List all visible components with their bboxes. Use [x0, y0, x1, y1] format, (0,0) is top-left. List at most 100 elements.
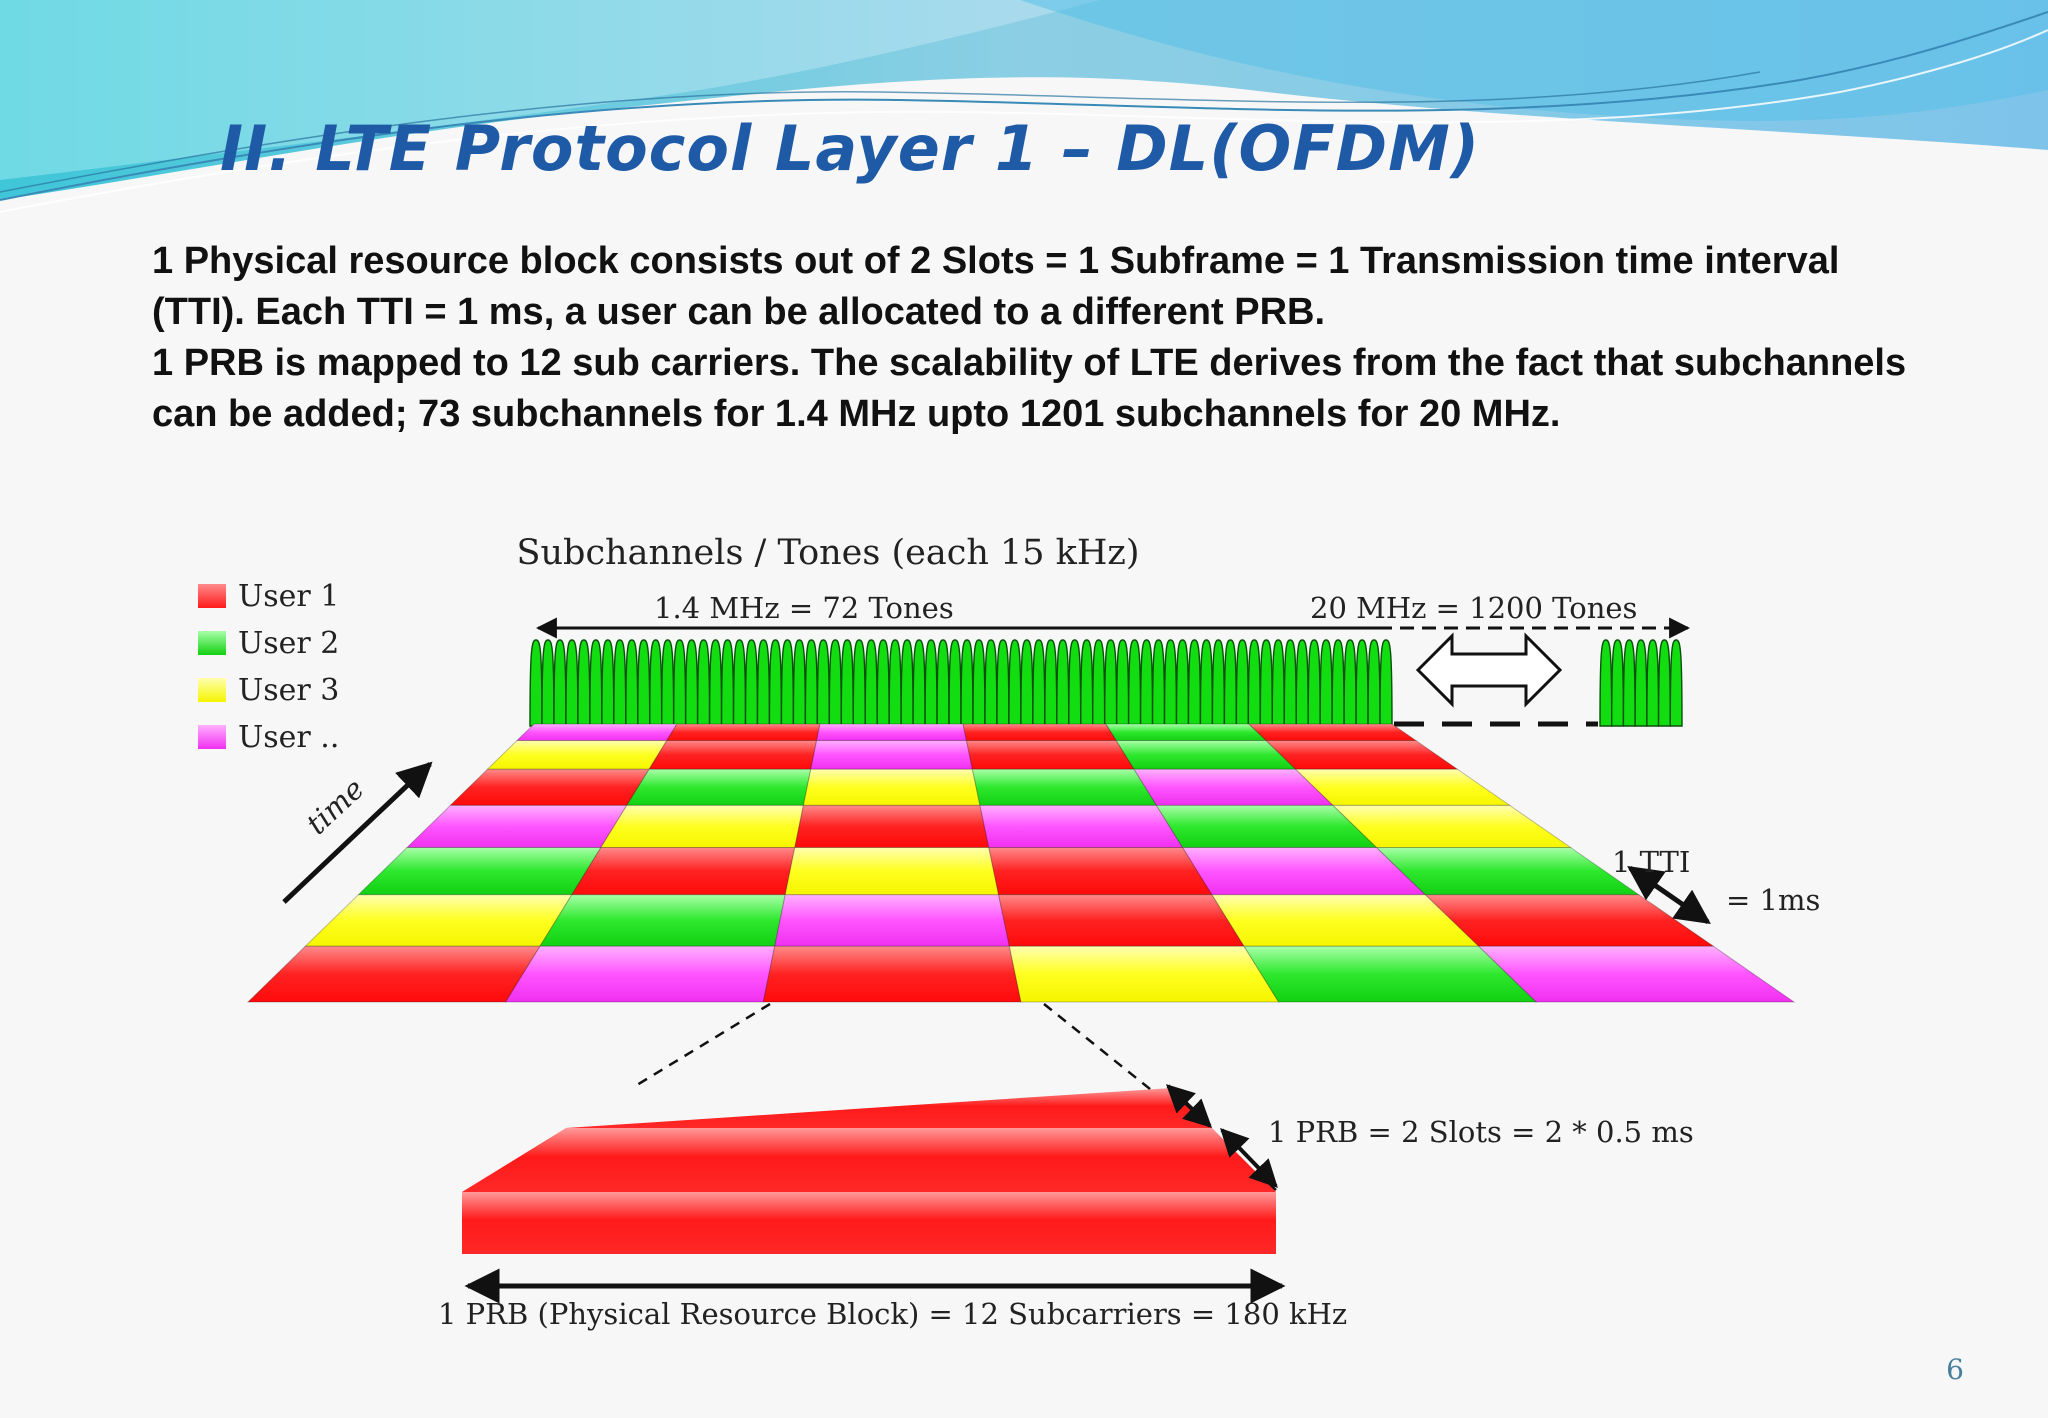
prb-detail-block	[462, 1088, 1276, 1254]
subcarrier-tone	[1103, 639, 1118, 727]
band-large-label: 20 MHz = 1200 Tones	[1310, 591, 1637, 625]
subcarrier-tone	[984, 639, 998, 727]
grid-cell-user3	[1008, 945, 1280, 1003]
subcarrier-tone	[541, 639, 555, 727]
grid-cell-user4	[810, 740, 974, 770]
grid-cell-user4	[515, 723, 678, 741]
subcarrier-tone	[1611, 639, 1625, 727]
tti-arrow	[1627, 865, 1711, 925]
subcarrier-tone	[840, 639, 854, 727]
legend-swatch-yellow	[198, 678, 226, 702]
prb-slot-arrow-1	[1165, 1084, 1213, 1128]
grid-cell-user3	[486, 740, 668, 770]
grid-cell-user4	[504, 945, 776, 1003]
subcarrier-tone	[613, 639, 627, 727]
subcarrier-tone	[912, 639, 926, 727]
grid-cell-user1	[570, 847, 796, 896]
expand-double-arrow	[1415, 632, 1563, 708]
subcarrier-tone	[936, 639, 950, 727]
subcarrier-tone	[1199, 639, 1214, 727]
grid-cell-user3	[304, 894, 573, 947]
subcarrier-tones-main	[529, 639, 1393, 727]
subcarrier-tone	[780, 639, 795, 727]
grid-cell-user4	[815, 723, 968, 741]
paragraph-scalability: 1 PRB is mapped to 12 sub carriers. The …	[152, 342, 1907, 435]
subcarrier-tone	[792, 639, 807, 727]
subcarrier-tone	[529, 639, 543, 727]
time-arrow	[282, 761, 433, 904]
grid-cell-user1	[997, 894, 1245, 947]
subcarrier-tone	[565, 639, 579, 727]
subcarrier-tone	[1669, 639, 1683, 727]
subcarrier-tone	[876, 639, 890, 727]
subcarrier-tone	[720, 639, 735, 727]
subcarrier-tone	[660, 639, 675, 727]
grid-cell-user2	[625, 768, 812, 806]
grid-cell-user1	[988, 847, 1213, 896]
paragraph-prb-tti: 1 Physical resource block consists out o…	[152, 240, 1840, 333]
grid-cell-user3	[802, 768, 981, 806]
legend-swatch-magenta	[198, 725, 226, 749]
subcarrier-tone	[1657, 639, 1671, 727]
subcarrier-tone	[1223, 639, 1238, 727]
subcarrier-tone	[1646, 639, 1660, 727]
subcarrier-tone	[900, 639, 914, 727]
subchannels-label: Subchannels / Tones (each 15 kHz)	[517, 533, 1140, 573]
grid-cell-user2	[1115, 740, 1297, 770]
subcarrier-tone	[625, 639, 639, 727]
subcarrier-tones-extra	[1599, 639, 1683, 727]
prb-slot-arrow-2	[1220, 1127, 1278, 1189]
page-number: 6	[1946, 1353, 1964, 1386]
subcarrier-tone	[1211, 639, 1226, 727]
subcarrier-tone	[696, 639, 711, 727]
grid-cell-user1	[665, 723, 821, 741]
subcarrier-tone	[996, 639, 1010, 727]
subcarrier-tone	[1187, 639, 1202, 727]
resource-grid	[246, 723, 1796, 1003]
subcarrier-tone	[1032, 639, 1046, 727]
subcarrier-tone	[1068, 639, 1082, 727]
band-small-label: 1.4 MHz = 72 Tones	[654, 591, 954, 625]
legend-item-user-1: User 1	[198, 576, 339, 616]
subcarrier-tone	[649, 639, 663, 727]
subcarrier-tone	[672, 639, 687, 727]
subcarrier-tone	[972, 639, 986, 727]
subcarrier-tone	[1622, 639, 1636, 727]
subcarrier-tone	[960, 639, 974, 727]
subcarrier-tone	[744, 639, 759, 727]
legend-item-user-3: User 3	[198, 670, 339, 710]
subcarrier-tone	[1307, 639, 1321, 727]
subcarrier-tone	[924, 639, 938, 727]
subcarrier-tone	[1044, 639, 1058, 727]
subcarrier-tone	[1379, 639, 1393, 727]
subcarrier-tone	[1271, 639, 1285, 727]
grid-cell-user1	[794, 804, 990, 848]
subcarrier-tone	[1080, 639, 1094, 727]
subcarrier-tone	[1115, 639, 1130, 727]
prb-width-label: 1 PRB (Physical Resource Block) = 12 Sub…	[438, 1297, 1347, 1331]
subcarrier-tone	[1235, 639, 1250, 727]
grid-cell-user2	[357, 847, 602, 896]
subcarrier-tone	[864, 639, 878, 727]
subcarrier-tone	[1247, 639, 1262, 727]
subcarrier-tone	[601, 639, 615, 727]
grid-cell-user3	[784, 847, 1000, 896]
subcarrier-tone	[804, 639, 819, 727]
grid-cell-user1	[1264, 740, 1460, 770]
subcarrier-tone	[637, 639, 651, 727]
legend-label: User 1	[238, 578, 340, 614]
subcarrier-tone	[1020, 639, 1034, 727]
subcarrier-tone	[852, 639, 866, 727]
grid-cell-user1	[962, 723, 1118, 741]
tti-label: 1 TTI	[1612, 845, 1690, 879]
grid-cell-user2	[1105, 723, 1268, 741]
subcarrier-tone	[816, 639, 831, 727]
tti-value: = 1ms	[1726, 883, 1820, 917]
grid-cell-user2	[971, 768, 1158, 806]
subcarrier-tone	[1283, 639, 1297, 727]
legend-label: User 3	[238, 672, 340, 708]
grid-cell-user1	[246, 945, 541, 1003]
grid-cell-user4	[979, 804, 1184, 848]
subcarrier-tone	[1056, 639, 1070, 727]
